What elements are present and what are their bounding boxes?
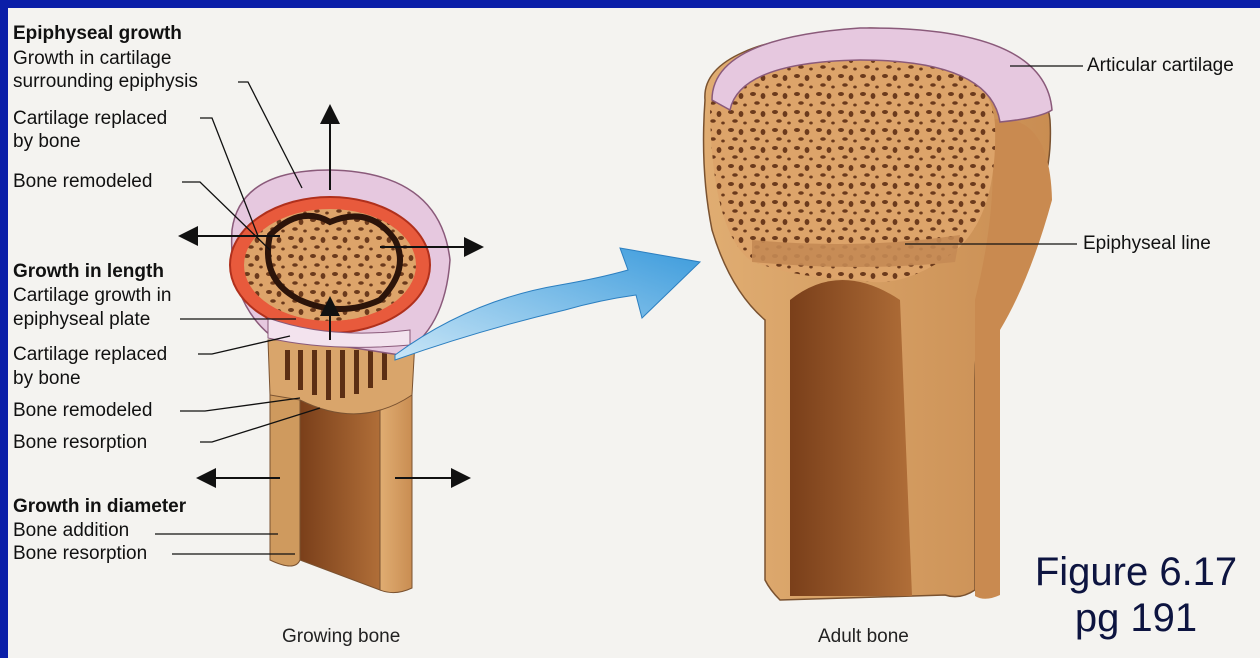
label-by-bone-1: by bone bbox=[13, 130, 81, 153]
growing-bone-illustration bbox=[230, 170, 450, 593]
caption-growing-bone: Growing bone bbox=[282, 626, 400, 648]
label-bone-addition: Bone addition bbox=[13, 519, 129, 542]
caption-adult-bone: Adult bone bbox=[818, 626, 909, 648]
label-epiphyseal-plate: epiphyseal plate bbox=[13, 308, 150, 331]
label-bone-resorption-2: Bone resorption bbox=[13, 542, 147, 565]
label-cartilage-growth-in: Cartilage growth in bbox=[13, 284, 171, 307]
label-articular-cartilage: Articular cartilage bbox=[1087, 54, 1234, 77]
label-surrounding-epiphysis: surrounding epiphysis bbox=[13, 70, 198, 93]
figure-number: Figure 6.17 bbox=[1018, 550, 1254, 594]
adult-bone-illustration bbox=[704, 28, 1052, 600]
label-bone-resorption-1: Bone resorption bbox=[13, 431, 147, 454]
label-growth-in-length-heading: Growth in length bbox=[13, 260, 164, 283]
label-bone-remodeled-1: Bone remodeled bbox=[13, 170, 152, 193]
label-growth-in-diameter-heading: Growth in diameter bbox=[13, 495, 186, 518]
label-by-bone-2: by bone bbox=[13, 367, 81, 390]
page-reference: pg 191 bbox=[1018, 596, 1254, 640]
label-epiphyseal-line: Epiphyseal line bbox=[1083, 232, 1211, 255]
adult-medullary-cavity bbox=[790, 280, 912, 596]
label-epiphyseal-growth-heading: Epiphyseal growth bbox=[13, 22, 182, 45]
label-cartilage-replaced-2: Cartilage replaced bbox=[13, 343, 167, 366]
label-bone-remodeled-2: Bone remodeled bbox=[13, 399, 152, 422]
label-cartilage-replaced-1: Cartilage replaced bbox=[13, 107, 167, 130]
label-growth-in-cartilage: Growth in cartilage bbox=[13, 47, 171, 70]
